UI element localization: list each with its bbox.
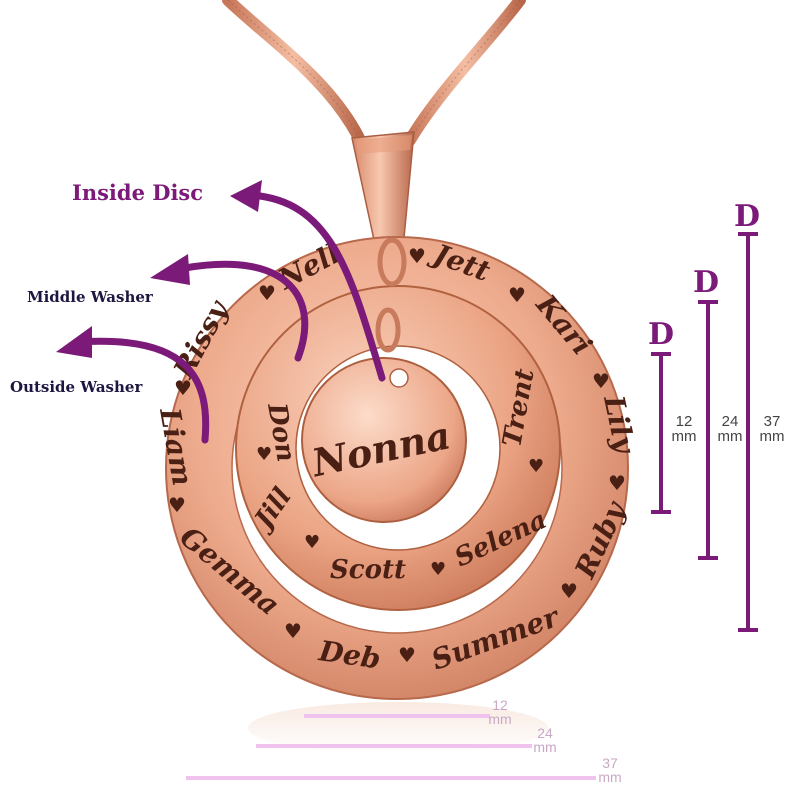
inside-disc-arrow <box>246 191 386 382</box>
outside-washer-arrow <box>76 337 210 444</box>
dim-large-unit: mm <box>759 428 785 445</box>
reflection-dim-small-unit: mm <box>488 711 512 727</box>
middle-heart: ♥ <box>430 559 446 580</box>
dim-small-value: 12 <box>675 413 693 430</box>
outer-heart: ♥ <box>560 579 578 603</box>
reflection-dim-small: 12 mm <box>480 698 520 726</box>
outer-heart: ♥ <box>408 244 426 268</box>
reflection-dim-medium-unit: mm <box>533 739 557 755</box>
outer-heart: ♥ <box>258 281 276 305</box>
reflection-dim-large: 37 mm <box>590 756 630 784</box>
outer-heart: ♥ <box>508 283 526 307</box>
dim-small-unit: mm <box>671 428 697 445</box>
jump-rings <box>375 237 407 353</box>
bail <box>351 131 415 241</box>
reflection-dim-medium: 24 mm <box>525 726 565 754</box>
inside-disc-label: Inside Disc <box>72 180 204 205</box>
middle-heart: ♥ <box>528 456 544 477</box>
reflection-dimension-lines <box>186 714 596 780</box>
annotation-arrowheads <box>56 180 262 358</box>
dim-large-value: 37 <box>763 413 781 430</box>
chain <box>222 0 526 146</box>
dim-medium-value: 24 <box>721 413 739 430</box>
annotation-arrows <box>76 191 386 444</box>
outside-washer-label: Outside Washer <box>10 378 143 396</box>
dim-letter-large: D <box>734 199 761 234</box>
dim-small: 12 mm <box>666 414 702 444</box>
dim-letter-medium: D <box>693 265 720 300</box>
outer-heart: ♥ <box>174 376 192 400</box>
dimension-bars <box>651 232 758 632</box>
middle-heart: ♥ <box>256 444 272 465</box>
middle-name-scott: Scott <box>330 555 406 585</box>
outer-heart: ♥ <box>284 619 302 643</box>
dim-medium-unit: mm <box>717 428 743 445</box>
dim-large: 37 mm <box>752 414 792 444</box>
dim-medium: 24 mm <box>712 414 748 444</box>
inside-disc <box>301 357 467 523</box>
middle-washer-arrow <box>181 260 309 362</box>
outer-heart: ♥ <box>608 471 626 495</box>
reflection-dim-large-unit: mm <box>598 769 622 785</box>
middle-washer-label: Middle Washer <box>27 288 153 306</box>
middle-washer-arrowhead <box>150 254 190 285</box>
outer-heart: ♥ <box>592 369 610 393</box>
reflection-dim-large-value: 37 <box>602 755 618 771</box>
dim-letter-small: D <box>648 317 675 352</box>
outside-washer-arrowhead <box>56 326 92 358</box>
middle-heart: ♥ <box>304 532 320 553</box>
outer-heart: ♥ <box>168 493 186 517</box>
reflection-dim-small-value: 12 <box>492 697 508 713</box>
outer-heart: ♥ <box>398 643 416 667</box>
inside-disc-arrowhead <box>230 180 262 212</box>
reflection-dim-medium-value: 24 <box>537 725 553 741</box>
